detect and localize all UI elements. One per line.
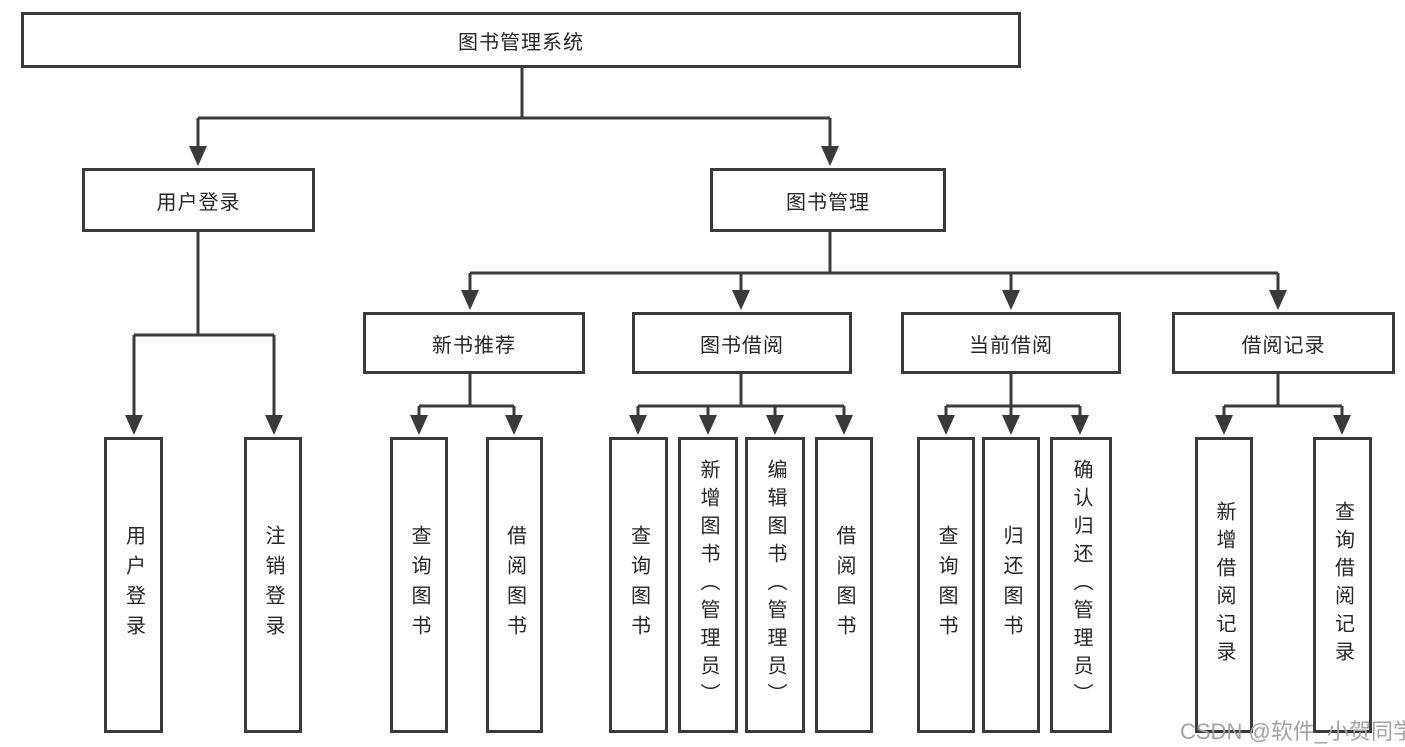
- node-label: 新书推荐: [432, 334, 516, 357]
- leaf-label: 新增借阅记录: [1213, 501, 1235, 669]
- leaf-query-books-borrow: 查询图书: [609, 437, 668, 733]
- leaf-query-borrow-record: 查询借阅记录: [1313, 437, 1372, 733]
- node-book-borrow: 图书借阅: [632, 312, 852, 374]
- node-label: 用户登录: [156, 191, 241, 214]
- node-label: 借阅记录: [1241, 334, 1326, 357]
- leaf-confirm-return-admin: 确认归还（管理员）: [1050, 437, 1112, 733]
- leaf-return-book: 归还图书: [982, 437, 1040, 733]
- leaf-borrow-books: 借阅图书: [815, 437, 873, 733]
- node-root-system: 图书管理系统: [21, 12, 1021, 68]
- leaf-logout: 注销登录: [244, 437, 302, 733]
- leaf-query-books-current: 查询图书: [917, 437, 975, 733]
- node-new-book-recommend: 新书推荐: [363, 312, 585, 374]
- leaf-edit-book-admin: 编辑图书（管理员）: [745, 437, 805, 733]
- leaf-query-books-recommend: 查询图书: [390, 437, 448, 733]
- node-book-management: 图书管理: [710, 168, 946, 232]
- leaf-borrow-books-recommend: 借阅图书: [486, 437, 543, 733]
- leaf-label: 注销登录: [262, 525, 284, 645]
- leaf-add-borrow-record: 新增借阅记录: [1195, 437, 1253, 733]
- csdn-watermark: CSDN @软件_小贺同学: [1180, 719, 1405, 744]
- leaf-label: 查询图书: [627, 525, 650, 645]
- leaf-label: 新增图书（管理员）: [697, 459, 719, 711]
- leaf-label: 借阅图书: [833, 525, 855, 645]
- leaf-label: 查询图书: [408, 525, 430, 645]
- leaf-label: 借阅图书: [503, 525, 526, 645]
- leaf-label: 用户登录: [122, 525, 145, 645]
- leaf-label: 查询图书: [935, 525, 957, 645]
- leaf-label: 查询借阅记录: [1331, 501, 1354, 669]
- leaf-label: 确认归还（管理员）: [1070, 459, 1092, 711]
- leaf-label: 编辑图书（管理员）: [764, 459, 786, 711]
- node-label: 当前借阅: [969, 334, 1053, 357]
- node-label: 图书管理系统: [458, 31, 584, 54]
- leaf-label: 归还图书: [1000, 525, 1022, 645]
- node-label: 图书管理: [786, 191, 870, 214]
- leaf-user-login: 用户登录: [104, 437, 163, 733]
- node-current-borrow: 当前借阅: [901, 312, 1121, 374]
- node-user-login: 用户登录: [82, 168, 315, 232]
- node-label: 图书借阅: [700, 334, 784, 357]
- node-borrow-records: 借阅记录: [1172, 312, 1395, 374]
- leaf-add-book-admin: 新增图书（管理员）: [678, 437, 738, 733]
